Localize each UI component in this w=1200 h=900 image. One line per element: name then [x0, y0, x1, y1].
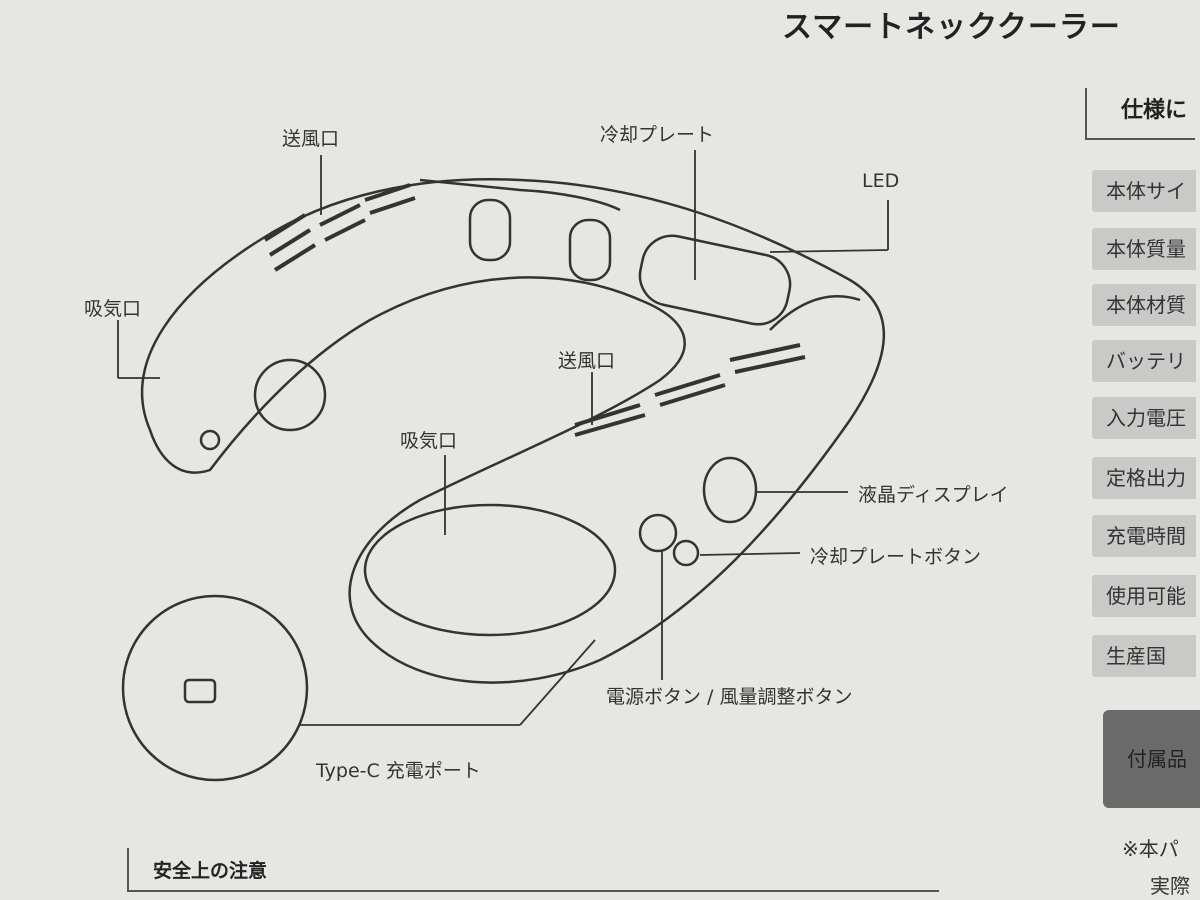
- label-outlet-top: 送風口: [282, 128, 340, 150]
- safety-heading: 安全上の注意: [153, 860, 268, 882]
- spec-heading-text: 仕様に: [1121, 98, 1188, 123]
- label-intake-mid: 吸気口: [400, 430, 458, 452]
- label-power-button: 電源ボタン / 風量調整ボタン: [606, 686, 853, 708]
- label-led: LED: [862, 170, 900, 192]
- label-typec: Type-C 充電ポート: [316, 760, 481, 782]
- safety-section: 安全上の注意: [127, 848, 939, 892]
- spec-row: 入力電圧: [1092, 397, 1196, 439]
- note-line: ※本パ: [1122, 837, 1179, 861]
- cooling-plate-button: [672, 539, 700, 567]
- page-title: スマートネッククーラー: [782, 10, 1121, 45]
- label-lcd: 液晶ディスプレイ: [858, 484, 1009, 506]
- label-cooling-button: 冷却プレートボタン: [810, 546, 982, 568]
- spec-row: 生産国: [1092, 635, 1196, 677]
- label-intake-left: 吸気口: [84, 298, 142, 320]
- spec-row: 定格出力: [1092, 457, 1196, 499]
- spec-row: 本体材質: [1092, 284, 1196, 326]
- lcd-display: [702, 456, 758, 524]
- note-line: 実際: [1150, 874, 1190, 898]
- accessories-box: 付属品: [1103, 710, 1200, 808]
- label-outlet-mid: 送風口: [558, 350, 616, 372]
- power-button: [638, 513, 678, 553]
- label-cooling-plate: 冷却プレート: [600, 124, 715, 146]
- spec-row: 充電時間: [1092, 515, 1196, 557]
- typec-detail-circle: [121, 594, 309, 782]
- spec-row: 本体質量: [1092, 228, 1196, 270]
- spec-heading: 仕様に: [1085, 88, 1195, 140]
- spec-row: 使用可能: [1092, 575, 1196, 617]
- spec-row: 本体サイ: [1092, 170, 1196, 212]
- intake-pad: [363, 503, 617, 637]
- spec-row: バッテリ: [1092, 340, 1196, 382]
